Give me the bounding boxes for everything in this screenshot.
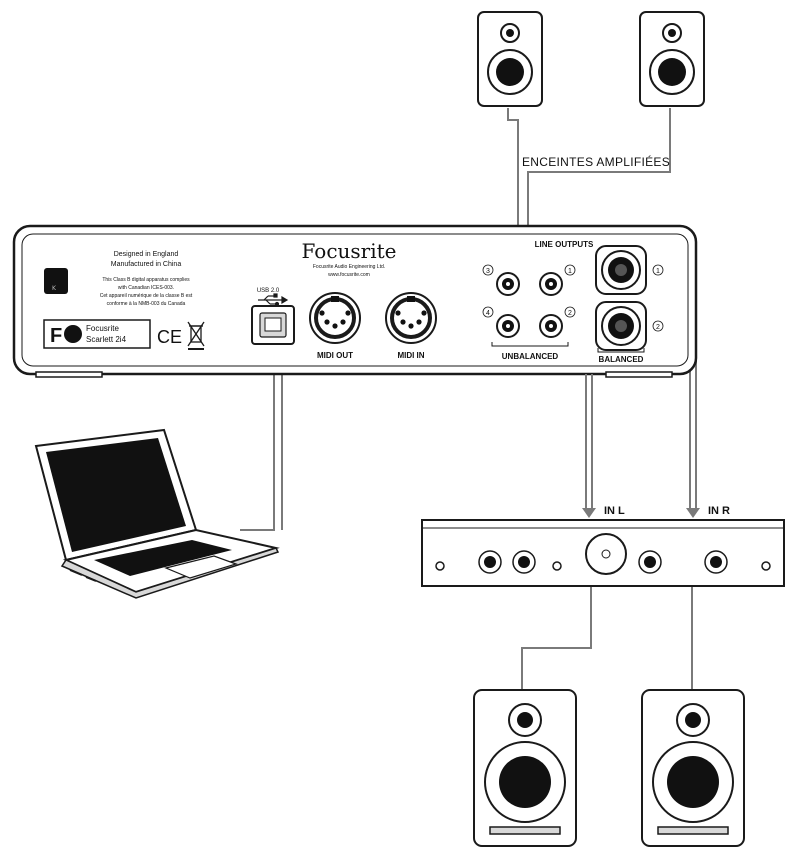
badge-line-2: Scarlett 2i4 bbox=[86, 335, 127, 344]
balanced-bracket bbox=[597, 348, 645, 353]
top-speaker-left bbox=[477, 11, 543, 107]
compliance-text-4: conforme à la NMB-003 du Canada bbox=[107, 301, 186, 307]
amp-knob-3 bbox=[638, 550, 662, 574]
trs-number-2: 2 bbox=[652, 320, 664, 332]
brand-logo-text: Focusrite bbox=[302, 239, 397, 263]
label-powered-speakers: ENCEINTES AMPLIFIÉES bbox=[522, 154, 670, 169]
balanced-label: BALANCED bbox=[599, 355, 644, 364]
svg-text:3: 3 bbox=[486, 268, 490, 275]
amplifier bbox=[421, 519, 785, 587]
brand-subtitle: Focusrite Audio Engineering Ltd. bbox=[313, 264, 385, 270]
rca-number-3: 3 bbox=[482, 264, 494, 276]
cable-usb-laptop bbox=[240, 345, 275, 531]
label-in-left: IN L bbox=[604, 505, 625, 517]
laptop bbox=[34, 428, 280, 599]
interface-rear-panel: K Designed in England Manufactured in Ch… bbox=[12, 224, 698, 378]
amp-volume-knob bbox=[585, 533, 627, 575]
amp-knob-4 bbox=[704, 550, 728, 574]
usb-trident-icon bbox=[258, 293, 289, 307]
laptop-screen bbox=[46, 438, 186, 552]
amp-led bbox=[552, 561, 562, 571]
midi-out-port bbox=[309, 292, 361, 344]
usb-port bbox=[251, 305, 295, 345]
top-speaker-right bbox=[639, 11, 705, 107]
badge-line-1: Focusrite bbox=[86, 324, 119, 333]
arrow-in-right bbox=[686, 508, 700, 518]
rca-jack-3 bbox=[496, 272, 520, 296]
rca-jack-2 bbox=[539, 314, 563, 338]
svg-text:4: 4 bbox=[486, 310, 490, 317]
usb-label: USB 2.0 bbox=[257, 288, 280, 294]
rca-number-2: 2 bbox=[564, 306, 576, 318]
svg-text:2: 2 bbox=[656, 324, 660, 331]
cable-amp-speaker-left bbox=[521, 586, 592, 690]
trs-jack-1 bbox=[595, 245, 647, 295]
svg-text:1: 1 bbox=[568, 268, 572, 275]
midi-in-label: MIDI IN bbox=[397, 351, 424, 360]
brand-website: www.focusrite.com bbox=[328, 272, 370, 278]
amp-screw-left bbox=[435, 561, 445, 571]
svg-text:F: F bbox=[50, 325, 62, 347]
focusrite-badge: F Focusrite Scarlett 2i4 bbox=[43, 319, 151, 349]
rca-number-1: 1 bbox=[564, 264, 576, 276]
compliance-text-1: This Class B digital apparatus complies bbox=[102, 277, 190, 283]
unbalanced-label: UNBALANCED bbox=[502, 352, 559, 361]
trs-jack-2 bbox=[595, 301, 647, 351]
trs-number-1: 1 bbox=[652, 264, 664, 276]
line-outputs-label: LINE OUTPUTS bbox=[535, 240, 594, 249]
bottom-speaker-right bbox=[641, 689, 745, 847]
compliance-text-2: with Canadian ICES-003. bbox=[118, 285, 174, 291]
manufactured-text: Manufactured in China bbox=[111, 261, 182, 268]
rca-number-4: 4 bbox=[482, 306, 494, 318]
cable-stubs bbox=[585, 374, 697, 400]
kensington-slot bbox=[44, 268, 68, 294]
focusrite-logo-icon bbox=[64, 325, 82, 343]
ce-mark: CE bbox=[157, 327, 182, 347]
cables bbox=[240, 108, 697, 690]
designed-text: Designed in England bbox=[114, 251, 179, 258]
midi-out-label: MIDI OUT bbox=[317, 351, 353, 360]
amp-screw-right bbox=[761, 561, 771, 571]
amp-knob-1 bbox=[478, 550, 502, 574]
svg-text:2: 2 bbox=[568, 310, 572, 317]
arrow-in-left bbox=[582, 508, 596, 518]
unbalanced-bracket bbox=[491, 342, 569, 347]
label-in-right: IN R bbox=[708, 505, 730, 517]
compliance-text-3: Cet appareil numérique de la classe B es… bbox=[100, 293, 193, 299]
laptop-trackpad bbox=[164, 555, 238, 579]
midi-in-port bbox=[385, 292, 437, 344]
svg-text:1: 1 bbox=[656, 268, 660, 275]
arrows bbox=[582, 508, 700, 518]
rca-jack-4 bbox=[496, 314, 520, 338]
laptop-keyboard bbox=[94, 540, 232, 576]
bottom-speaker-left bbox=[473, 689, 577, 847]
rca-jack-1 bbox=[539, 272, 563, 296]
weee-bin-icon bbox=[187, 321, 205, 350]
amp-knob-2 bbox=[512, 550, 536, 574]
svg-text:K: K bbox=[52, 285, 57, 292]
